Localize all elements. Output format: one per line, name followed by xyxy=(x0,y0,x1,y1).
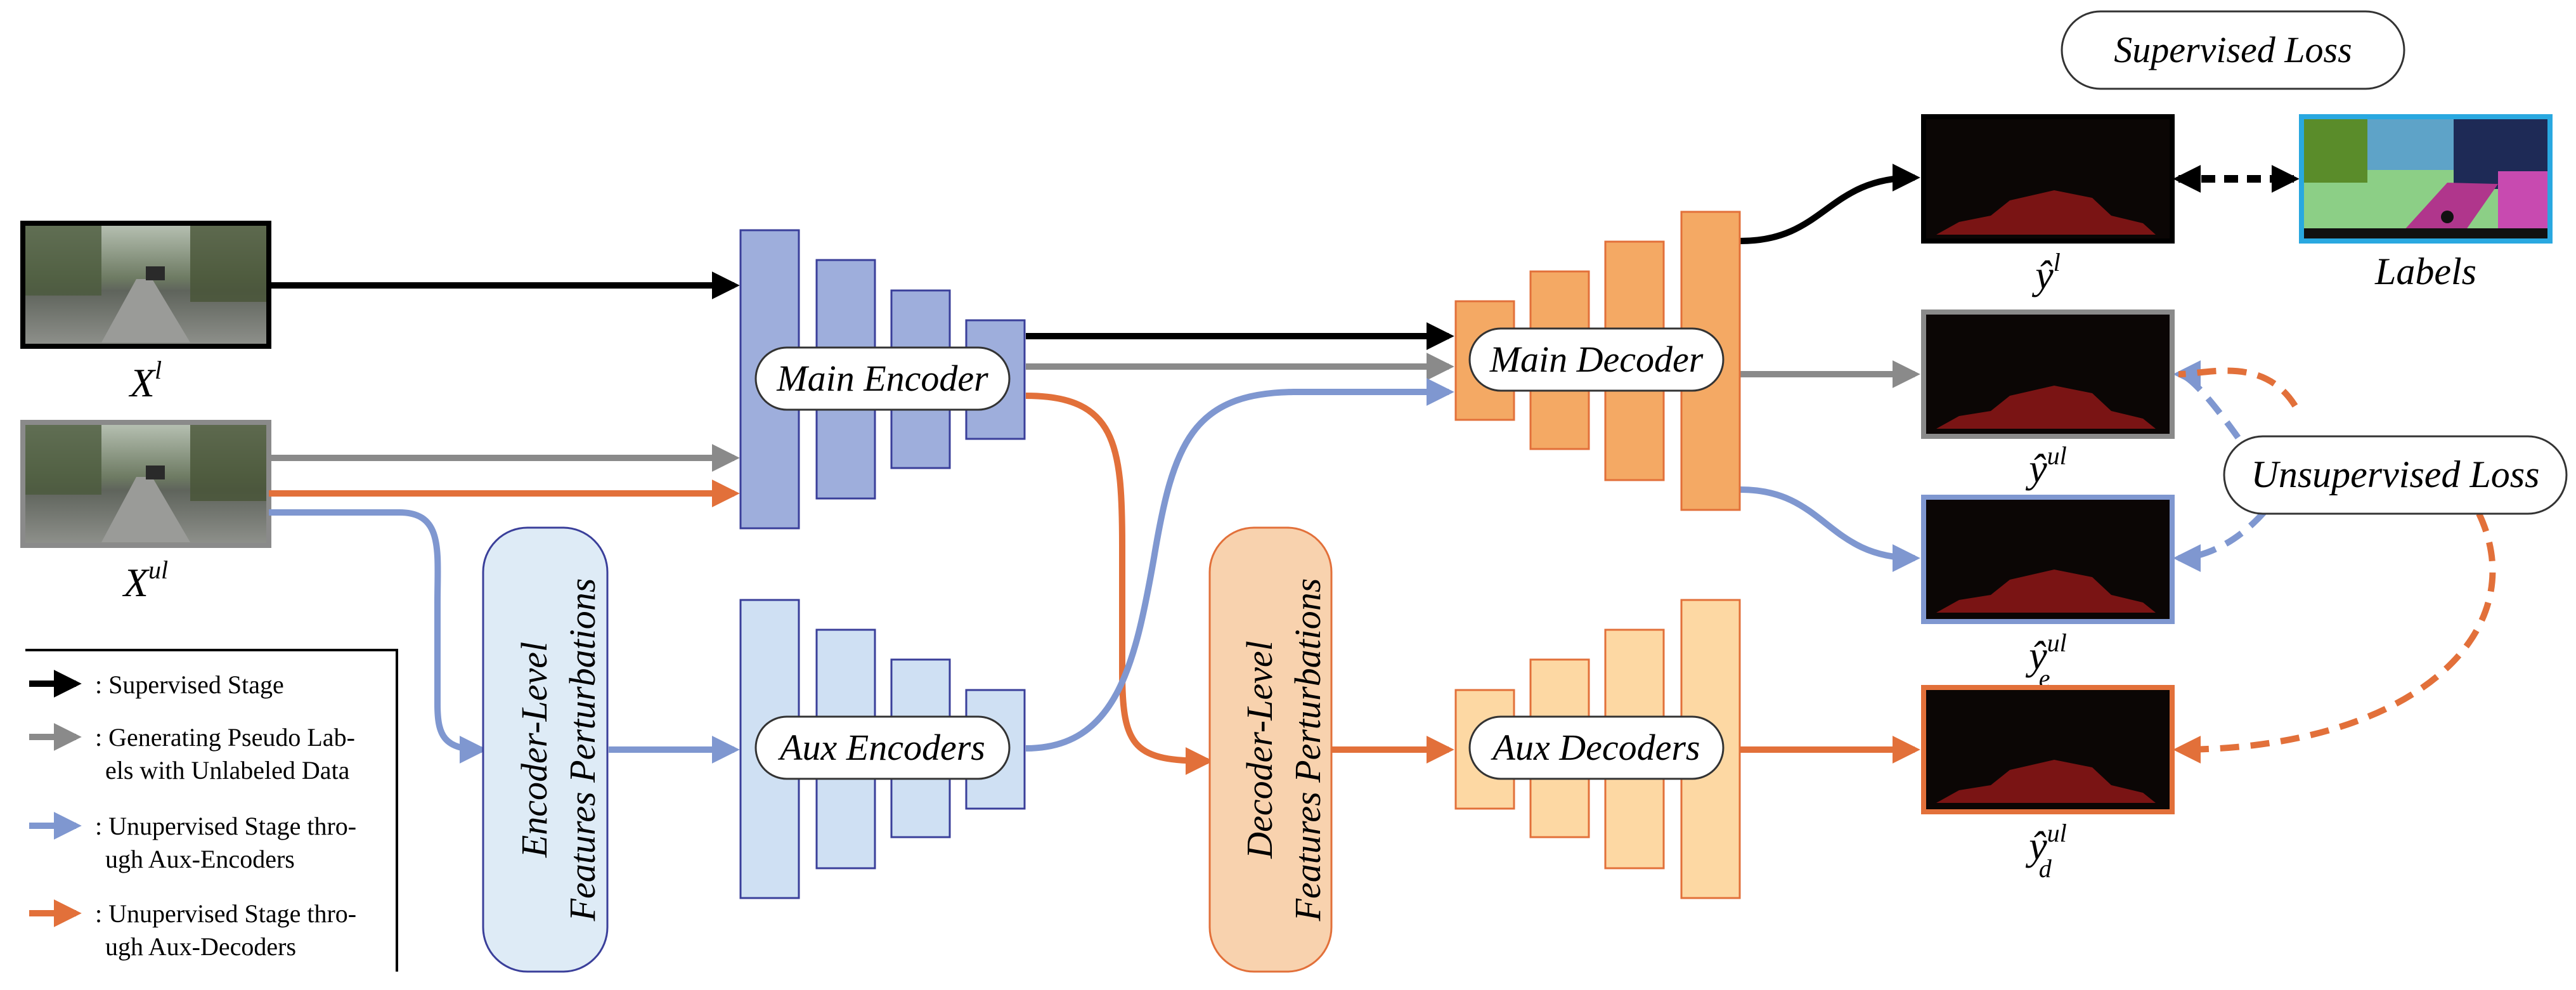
main-decoder-block: Main Decoder xyxy=(1454,211,1741,511)
svg-text:: Supervised Stage: : Supervised Stage xyxy=(95,670,284,699)
unsupervised-loss-label: Unsupervised Loss xyxy=(2251,453,2539,495)
labels-image xyxy=(2299,114,2553,244)
svg-text:ugh Aux-Decoders: ugh Aux-Decoders xyxy=(105,932,296,961)
svg-text:: Unupervised Stage thro-: : Unupervised Stage thro- xyxy=(95,899,356,928)
aux-encoders-label: Aux Encoders xyxy=(777,727,985,768)
aux-decoders-block: Aux Decoders xyxy=(1454,599,1741,899)
unsupervised-link-orange-bottom xyxy=(2173,512,2496,764)
labeled-input-label: Xl xyxy=(128,356,162,405)
unsupervised-link-orange-top xyxy=(2178,367,2298,408)
output-y-d-ul xyxy=(1921,685,2175,814)
decoder-perturbation-box: Decoder-Level Features Perturbations xyxy=(1208,526,1333,973)
main-encoder-block: Main Encoder xyxy=(739,229,1026,530)
arrow-main-decoder-to-y-e-ul xyxy=(1740,486,1920,572)
svg-text:els with Unlabeled Data: els with Unlabeled Data xyxy=(105,756,350,785)
decoder-perturbation-line1: Decoder-Level xyxy=(1239,641,1280,859)
encoder-perturbation-line2: Features Perturbations xyxy=(562,578,603,922)
decoder-perturbation-line2: Features Perturbations xyxy=(1287,578,1328,922)
svg-text:ugh Aux-Encoders: ugh Aux-Encoders xyxy=(105,845,295,873)
unsupervised-link-blue-top xyxy=(2173,360,2241,440)
main-decoder-label: Main Decoder xyxy=(1489,339,1704,380)
output-y-e-ul xyxy=(1921,495,2175,624)
encoder-perturbation-line1: Encoder-Level xyxy=(514,642,555,858)
arrow-aux-encoders-to-main-decoder xyxy=(1025,378,1454,752)
unsupervised-loss-pill: Unsupervised Loss xyxy=(2223,435,2568,515)
legend-frame xyxy=(25,649,398,972)
aux-decoders-label: Aux Decoders xyxy=(1491,727,1700,768)
arrow-main-encoder-to-decoder-perturbation xyxy=(1025,393,1214,775)
aux-encoders-block: Aux Encoders xyxy=(739,599,1026,899)
output-y-ul-label: ŷul xyxy=(2025,441,2067,491)
unlabeled-input-label: Xul xyxy=(122,556,168,605)
arrow-main-decoder-to-y-l xyxy=(1740,164,1920,244)
svg-text:: Unupervised Stage thro-: : Unupervised Stage thro- xyxy=(95,812,356,840)
supervised-loss-pill: Supervised Loss xyxy=(2061,10,2405,90)
legend-item-aux-decoders: : Unupervised Stage thro- ugh Aux-Decode… xyxy=(29,899,356,961)
legend-item-supervised: : Supervised Stage xyxy=(29,670,284,699)
supervised-loss-label: Supervised Loss xyxy=(2114,29,2352,70)
output-y-l-label: ŷl xyxy=(2031,248,2061,297)
legend-item-pseudo-labels: : Generating Pseudo Lab- els with Unlabe… xyxy=(29,723,355,785)
unlabeled-input-image xyxy=(20,420,271,548)
output-y-l xyxy=(1921,114,2175,244)
arrow-unlabeled-to-encoder-perturbation xyxy=(269,509,488,764)
main-encoder-label: Main Encoder xyxy=(776,358,988,399)
labels-caption: Labels xyxy=(2374,251,2476,292)
labeled-input-image xyxy=(20,221,271,349)
output-y-ul xyxy=(1921,309,2175,439)
legend: : Supervised Stage : Generating Pseudo L… xyxy=(25,649,398,972)
svg-text:: Generating Pseudo Lab-: : Generating Pseudo Lab- xyxy=(95,723,355,752)
legend-item-aux-encoders: : Unupervised Stage thro- ugh Aux-Encode… xyxy=(29,812,356,873)
encoder-perturbation-box: Encoder-Level Features Perturbations xyxy=(482,526,609,973)
